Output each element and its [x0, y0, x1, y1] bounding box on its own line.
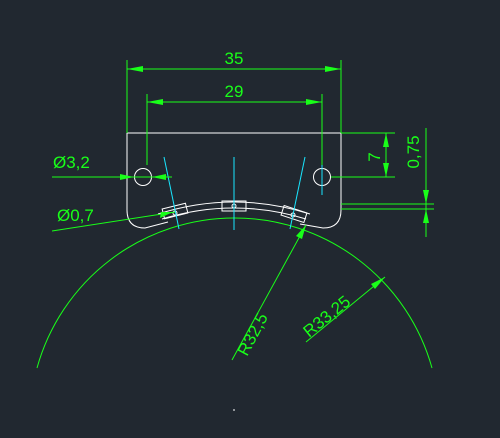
dim-r325-arrow	[296, 225, 306, 239]
dim-hole-diameter: Ø3,2	[53, 153, 90, 172]
dim-dia32-arrow-left	[120, 174, 134, 180]
dim075-arrow-top	[423, 190, 429, 204]
dim-hole-height: 7	[365, 152, 384, 161]
dim-r3325-arrow	[371, 277, 385, 289]
dim-r3325-leader	[305, 276, 386, 343]
dim-overall-width: 35	[225, 49, 244, 68]
dim-inner-radius: R32,5	[234, 310, 272, 359]
dim075-arrow-bottom	[423, 209, 429, 223]
dim-edge-offset: 0,75	[404, 135, 423, 168]
bracket-outline	[126, 132, 342, 229]
dim-r325-leader	[231, 224, 307, 361]
dim29-arrow-left	[147, 99, 163, 105]
dim-dia07-leader	[51, 211, 176, 232]
right-centerline	[289, 156, 306, 230]
dim-dia32-arrow-right	[152, 174, 166, 180]
dim-outer-radius: R33,25	[300, 292, 355, 341]
dim35-arrow-left	[127, 66, 143, 72]
dim-pin-diameter: Ø0,7	[57, 206, 94, 225]
left-centerline	[163, 156, 180, 230]
dim-dia07-arrow	[160, 212, 173, 218]
dim29-arrow-right	[306, 99, 322, 105]
dim-hole-spacing: 29	[225, 82, 244, 101]
dim7-arrow-bottom	[383, 163, 389, 177]
dim7-arrow-top	[383, 133, 389, 147]
outer-arc	[36, 217, 433, 369]
dim35-arrow-right	[325, 66, 341, 72]
